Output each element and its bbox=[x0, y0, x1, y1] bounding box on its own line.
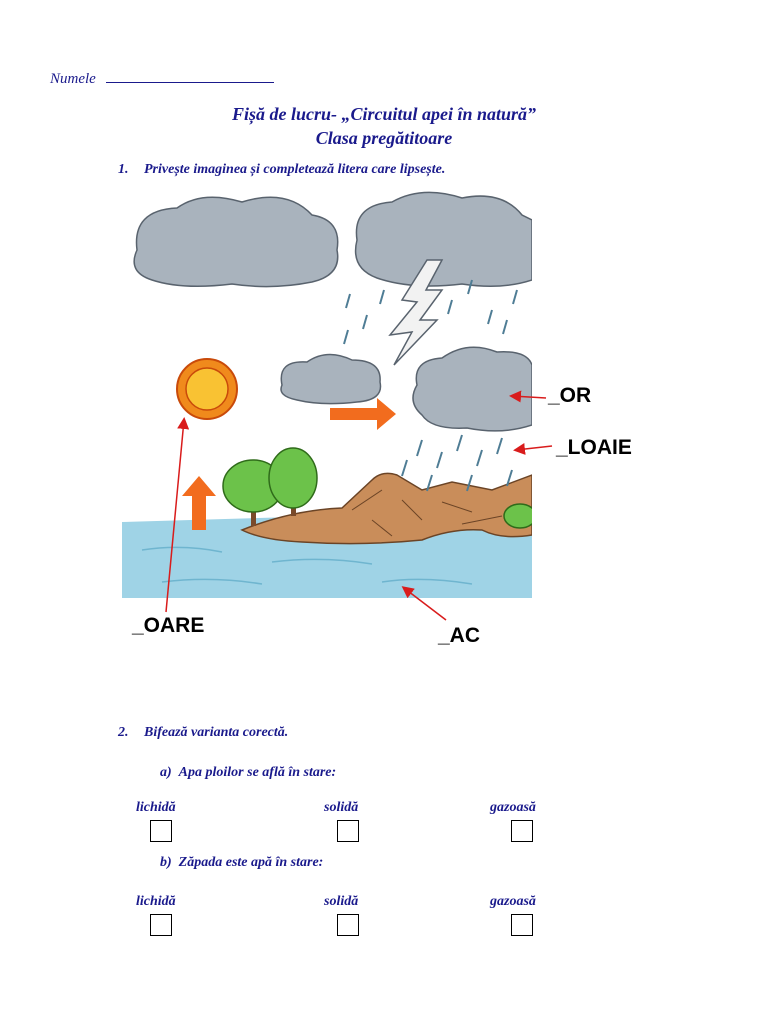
checkbox-b-lichida[interactable] bbox=[150, 914, 172, 936]
question-a-prefix: a) bbox=[160, 765, 172, 780]
checkbox-a-lichida[interactable] bbox=[150, 820, 172, 842]
option-a-lichida-label: lichidă bbox=[136, 800, 176, 815]
rain-top bbox=[343, 279, 518, 345]
checkbox-b-solida[interactable] bbox=[337, 914, 359, 936]
option-a-gazoasa-label: gazoasă bbox=[490, 800, 536, 815]
rain-clouds bbox=[280, 346, 532, 432]
question-b: b) Zăpada este apă în stare: bbox=[160, 855, 323, 871]
exercise-1-text: Privește imaginea și completează litera … bbox=[144, 162, 446, 177]
storm-clouds bbox=[133, 191, 532, 288]
checkbox-a-gazoasa[interactable] bbox=[511, 820, 533, 842]
water-cycle-illustration bbox=[122, 191, 532, 598]
label-lac[interactable]: _AC bbox=[438, 624, 481, 647]
checkbox-a-solida[interactable] bbox=[337, 820, 359, 842]
rain-middle bbox=[401, 434, 513, 492]
arrow-up-evaporation bbox=[182, 476, 216, 530]
exercise-1-instruction: 1. Privește imaginea și completează liter… bbox=[118, 162, 445, 178]
exercise-1-number: 1. bbox=[118, 162, 129, 177]
hills bbox=[240, 472, 532, 545]
worksheet-title: Fișă de lucru- „Circuitul apei în natură… bbox=[231, 104, 537, 124]
option-b-lichida-label: lichidă bbox=[136, 894, 176, 909]
exercise-2-instruction: 2. Bifează varianta corectă. bbox=[118, 725, 288, 741]
arrow-right-evaporation bbox=[330, 398, 396, 430]
name-blank-line[interactable] bbox=[105, 68, 274, 83]
hill-lines bbox=[351, 489, 503, 537]
question-b-text: Zăpada este apă în stare: bbox=[178, 855, 324, 870]
worksheet-subtitle: Clasa pregătitoare bbox=[315, 128, 453, 148]
option-a-solida-label: solidă bbox=[324, 800, 359, 815]
trees bbox=[222, 447, 532, 529]
exercise-2-text: Bifează varianta corectă. bbox=[144, 725, 289, 740]
lightning-bolt bbox=[388, 259, 444, 366]
label-nor[interactable]: _OR bbox=[548, 384, 592, 407]
label-ploaie[interactable]: _LOAIE bbox=[556, 436, 632, 459]
question-a-text: Apa ploilor se află în stare: bbox=[178, 765, 337, 780]
label-soare[interactable]: _OARE bbox=[132, 614, 205, 637]
name-field-row: Numele bbox=[50, 68, 274, 88]
question-a: a) Apa ploilor se află în stare: bbox=[160, 765, 336, 781]
checkbox-b-gazoasa[interactable] bbox=[511, 914, 533, 936]
exercise-2-number: 2. bbox=[118, 725, 129, 740]
sun bbox=[176, 358, 238, 420]
option-b-gazoasa-label: gazoasă bbox=[490, 894, 536, 909]
name-label: Numele bbox=[50, 71, 96, 87]
question-b-prefix: b) bbox=[160, 855, 172, 870]
option-b-solida-label: solidă bbox=[324, 894, 359, 909]
